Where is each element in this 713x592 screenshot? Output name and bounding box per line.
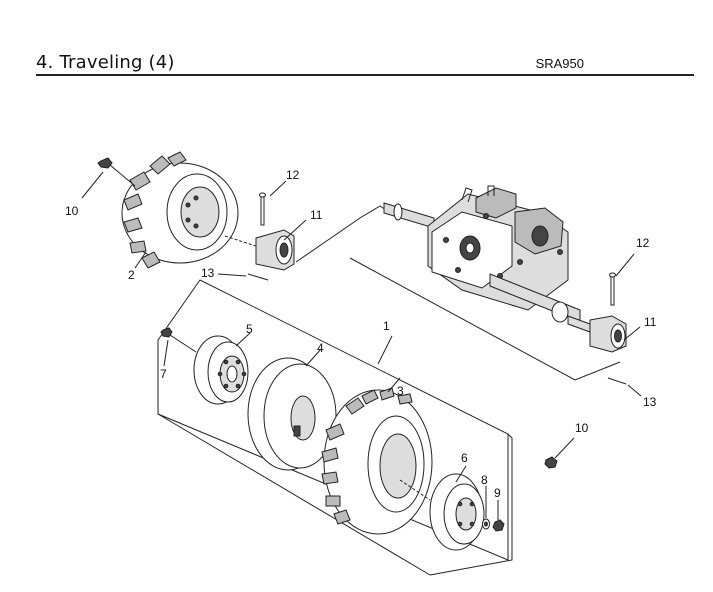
callout-12-right: 12 (636, 236, 650, 250)
washer-8 (482, 518, 490, 530)
callout-13-right: 13 (643, 395, 657, 409)
callout-1: 1 (383, 319, 390, 333)
section-title: 4. Traveling (4) (36, 52, 175, 73)
callout-8: 8 (481, 473, 488, 487)
bolt-10-lower (544, 456, 558, 469)
bolt-7 (160, 327, 197, 353)
upper-left-rim-center (180, 186, 220, 238)
callout-11-upper: 11 (310, 208, 323, 222)
callout-7: 7 (160, 367, 167, 381)
callout-4: 4 (317, 341, 324, 355)
pin-12-upper (260, 194, 265, 226)
model-code: SRA950 (535, 56, 584, 71)
callout-11-right: 11 (644, 315, 657, 329)
page-header: 4. Traveling (4) SRA950 (36, 50, 694, 76)
wheel-disc-5 (193, 335, 249, 405)
header-rule (36, 74, 694, 76)
right-hub-assembly (589, 272, 627, 385)
callout-13-upper: 13 (201, 266, 215, 280)
tire-3-tread (321, 387, 413, 525)
callout-2: 2 (128, 268, 135, 282)
callout-9: 9 (494, 486, 501, 500)
tire-3 (321, 387, 433, 535)
clip-13-right (607, 377, 627, 385)
left-axle-shaft (383, 202, 435, 229)
inner-tube-4 (247, 357, 337, 471)
upper-left-wheel-assembly (97, 151, 239, 269)
upper-left-tire-tread (123, 151, 187, 269)
exploded-group-outline (157, 279, 509, 561)
clip-13-upper (247, 273, 269, 281)
callout-6: 6 (461, 451, 468, 465)
transmission-assembly (383, 185, 591, 333)
upper-hub-assembly (247, 192, 295, 281)
nut-9 (492, 519, 505, 532)
callout-12-upper: 12 (286, 168, 300, 182)
outer-rim-6 (429, 473, 485, 551)
bolt-10-upper (97, 157, 136, 187)
pin-12-right (610, 274, 615, 306)
callout-3: 3 (397, 384, 404, 398)
callout-10-upper: 10 (65, 204, 79, 218)
callout-10-lower: 10 (575, 421, 589, 435)
callout-5: 5 (246, 322, 253, 336)
